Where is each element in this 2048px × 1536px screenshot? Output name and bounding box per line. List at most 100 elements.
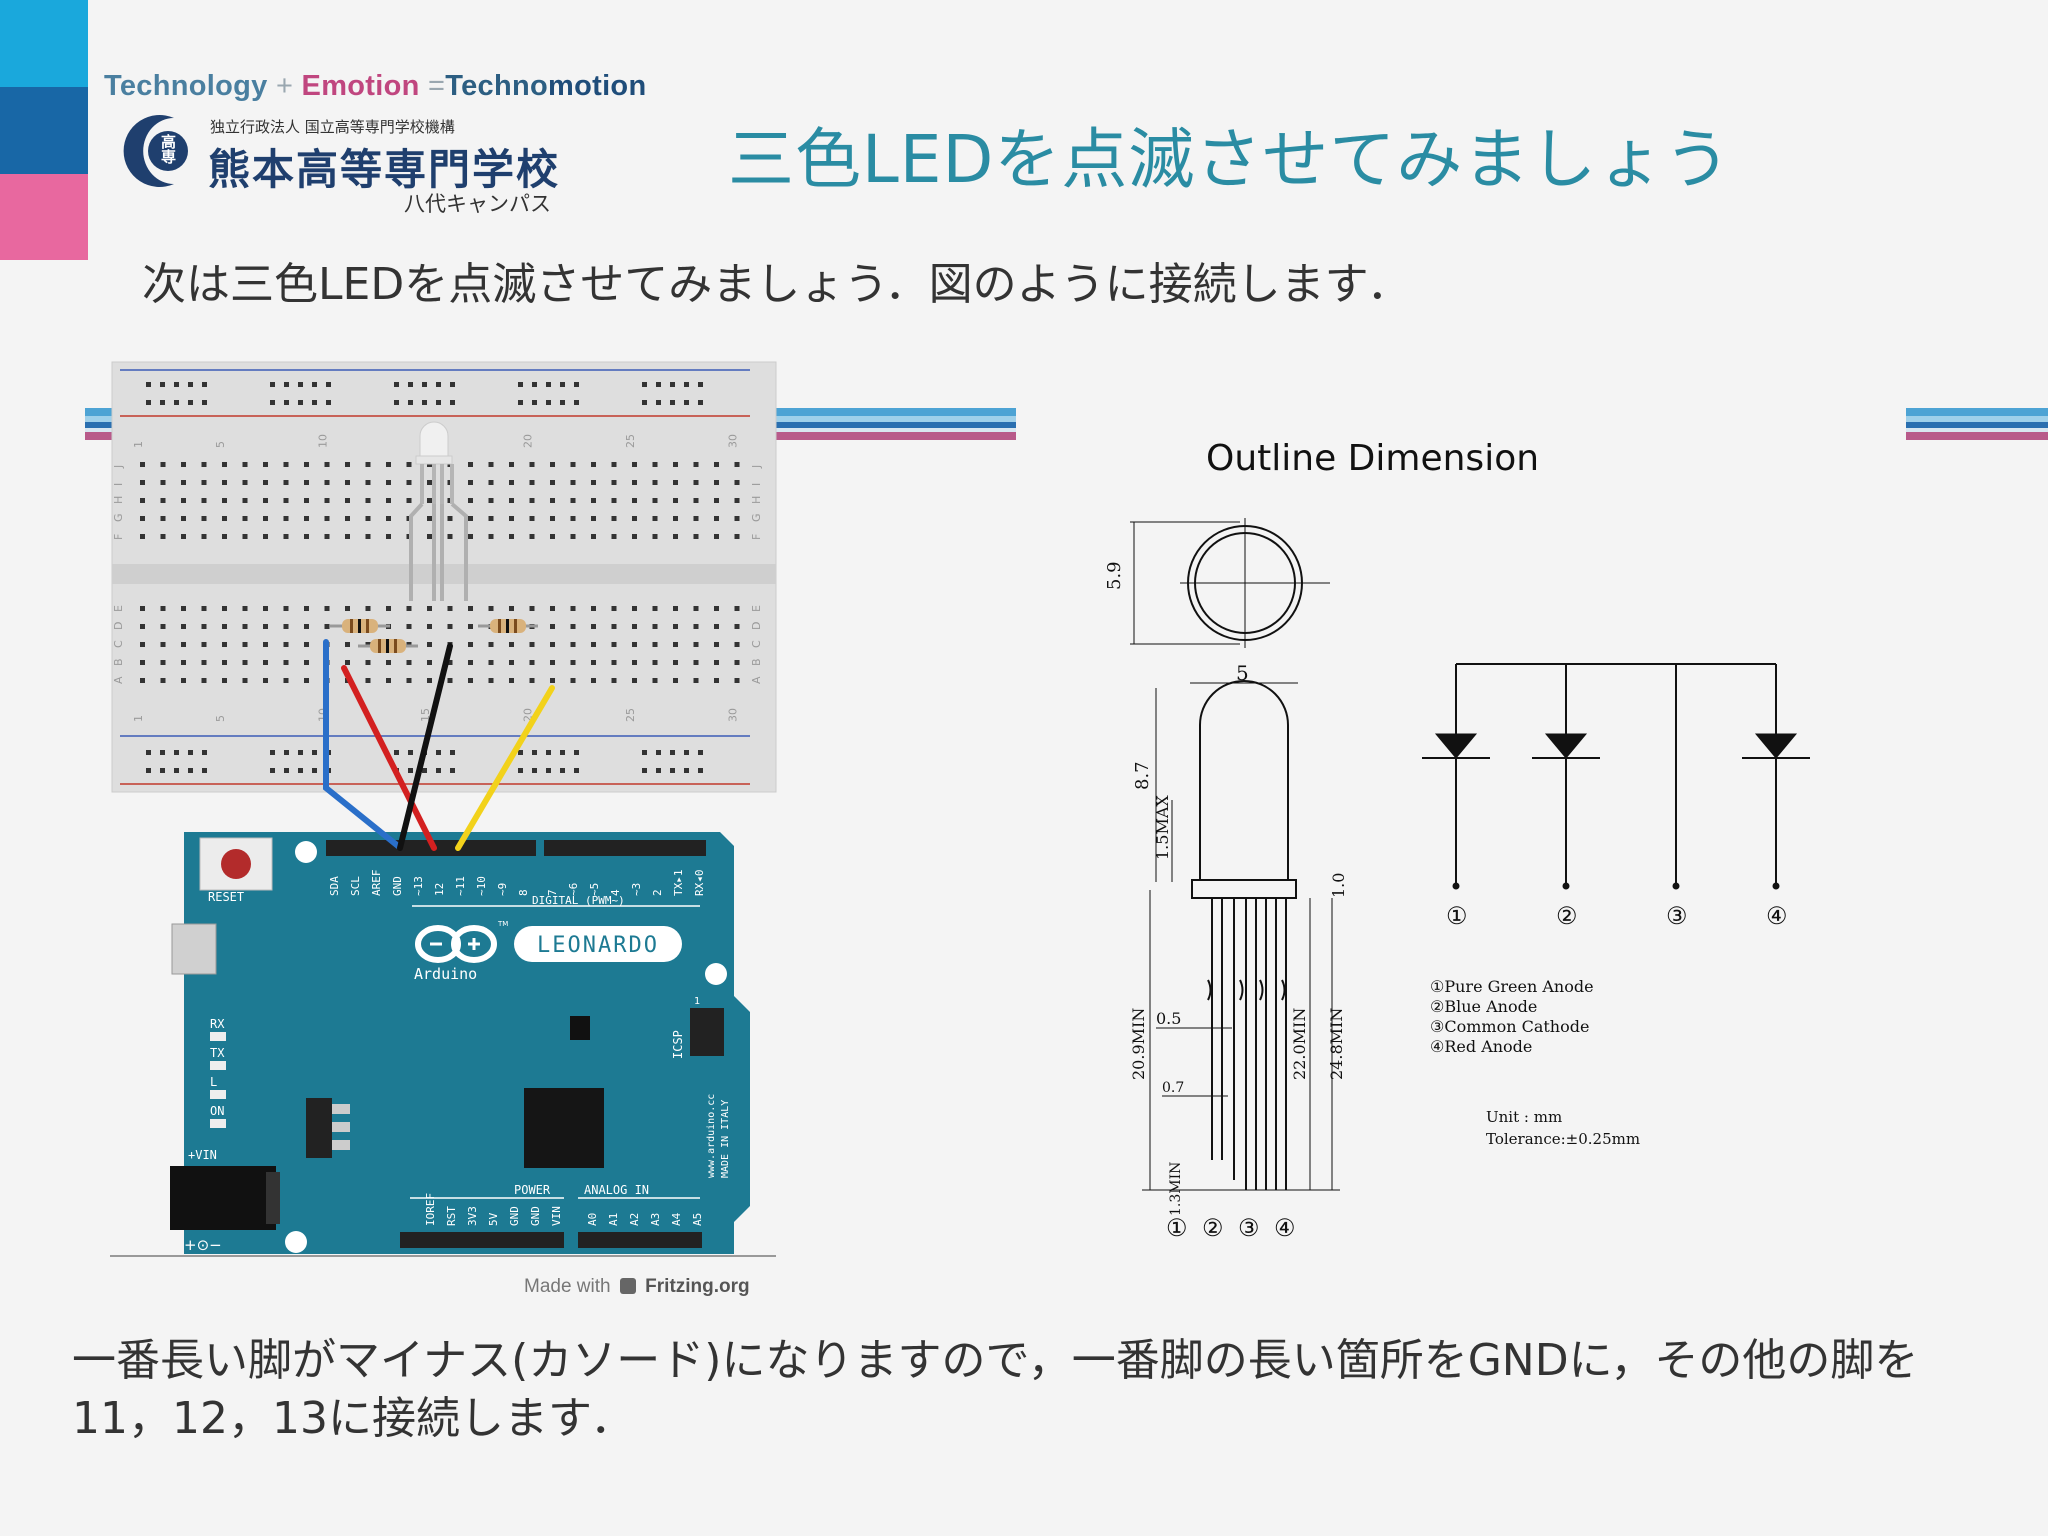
brand-bar-pink <box>0 174 88 260</box>
breadboard-hole <box>304 642 309 647</box>
breadboard-rail-hole <box>560 750 565 755</box>
breadboard-hole <box>488 480 494 485</box>
digital-pin-label: 8 <box>517 889 530 896</box>
breadboard-hole <box>632 498 637 503</box>
breadboard-rail-hole <box>284 768 289 773</box>
breadboard-hole <box>468 660 473 665</box>
breadboard-hole <box>201 678 207 683</box>
breadboard-hole <box>632 462 637 467</box>
breadboard-hole <box>488 642 494 647</box>
breadboard-hole <box>468 480 473 485</box>
breadboard-hole <box>673 678 678 683</box>
breadboard-rail-hole <box>546 768 551 773</box>
breadboard-hole <box>570 624 576 629</box>
breadboard-hole <box>611 624 617 629</box>
breadboard-hole <box>427 606 432 611</box>
digital-pin-label: ~11 <box>454 876 467 896</box>
svg-text:高専: 高専 <box>159 133 177 165</box>
breadboard-hole <box>550 624 555 629</box>
breadboard-rail-hole <box>656 400 661 405</box>
breadboard-hole <box>242 480 248 485</box>
breadboard-hole <box>693 462 699 467</box>
breadboard-hole <box>529 678 535 683</box>
breadboard-rail-hole <box>670 400 675 405</box>
breadboard-hole <box>673 462 678 467</box>
breadboard-hole <box>406 462 412 467</box>
digital-pin-label: ~10 <box>475 876 488 896</box>
pin-legend-item: ④Red Anode <box>1430 1037 1532 1056</box>
breadboard-rail-hole <box>312 382 317 387</box>
breadboard-hole <box>242 642 248 647</box>
breadboard-hole <box>734 516 740 521</box>
breadboard-hole <box>693 624 699 629</box>
dim-0.7: 0.7 <box>1162 1080 1184 1096</box>
breadboard-column-number: 15 <box>419 708 432 722</box>
breadboard-hole <box>611 462 617 467</box>
breadboard-rail-hole <box>670 768 675 773</box>
breadboard-hole <box>181 642 186 647</box>
breadboard-hole <box>693 498 699 503</box>
breadboard-hole <box>611 498 617 503</box>
breadboard-rail-hole <box>188 750 193 755</box>
breadboard-hole <box>570 642 576 647</box>
school-org-subtitle: 独立行政法人 国立高等専門学校機構 <box>210 118 455 136</box>
breadboard-hole <box>529 642 535 647</box>
breadboard-hole <box>550 660 555 665</box>
breadboard-rail-hole <box>518 382 523 387</box>
breadboard-hole <box>283 660 289 665</box>
breadboard-hole <box>447 660 453 665</box>
breadboard-hole <box>406 678 412 683</box>
breadboard-hole <box>283 480 289 485</box>
breadboard-column-number: 30 <box>727 434 740 448</box>
breadboard-hole <box>263 462 268 467</box>
breadboard-hole <box>427 678 432 683</box>
breadboard-hole <box>160 498 166 503</box>
breadboard-hole <box>447 606 453 611</box>
breadboard-hole <box>652 534 658 539</box>
digital-pin-label: ~9 <box>496 883 509 896</box>
breadboard-rail-hole <box>532 750 537 755</box>
breadboard-rail-hole <box>684 382 689 387</box>
breadboard-hole <box>181 462 186 467</box>
breadboard-hole <box>734 480 740 485</box>
breadboard-row-letter: D <box>750 622 763 630</box>
breadboard-rail-hole <box>284 750 289 755</box>
breadboard-hole <box>611 678 617 683</box>
breadboard-rail-hole <box>422 382 427 387</box>
breadboard-hole <box>714 498 719 503</box>
breadboard-hole <box>406 498 412 503</box>
breadboard-hole <box>283 534 289 539</box>
side-view-pin-number: ③ <box>1238 1214 1260 1242</box>
breadboard-hole <box>570 678 576 683</box>
breadboard-rail-hole <box>574 400 579 405</box>
breadboard-hole <box>222 516 227 521</box>
breadboard-hole <box>427 498 432 503</box>
breadboard-rail-hole <box>326 400 331 405</box>
breadboard-rail-hole <box>408 382 413 387</box>
breadboard-hole <box>550 498 555 503</box>
power-pin-label: GND <box>529 1206 542 1226</box>
breadboard-hole <box>693 678 699 683</box>
breadboard-hole <box>365 462 371 467</box>
breadboard-hole <box>734 462 740 467</box>
breadboard-rail-hole <box>450 750 455 755</box>
breadboard-hole <box>570 606 576 611</box>
breadboard-hole <box>140 660 145 665</box>
breadboard-rail-hole <box>408 750 413 755</box>
breadboard-row-letter: A <box>112 676 125 684</box>
breadboard-hole <box>160 624 166 629</box>
breadboard-hole <box>714 606 719 611</box>
breadboard-hole <box>160 606 166 611</box>
analog-pin-label: A2 <box>628 1213 641 1226</box>
tagline-plus: + <box>275 70 294 102</box>
breadboard-hole <box>160 462 166 467</box>
breadboard-rail-hole <box>312 400 317 405</box>
breadboard-rail-hole <box>160 382 165 387</box>
breadboard-hole <box>365 498 371 503</box>
breadboard-hole <box>263 642 268 647</box>
breadboard-rail-hole <box>174 768 179 773</box>
dim-0.5: 0.5 <box>1156 1009 1181 1028</box>
dim-8.7: 8.7 <box>1132 761 1153 790</box>
status-led <box>210 1061 226 1070</box>
breadboard-hole <box>632 678 637 683</box>
